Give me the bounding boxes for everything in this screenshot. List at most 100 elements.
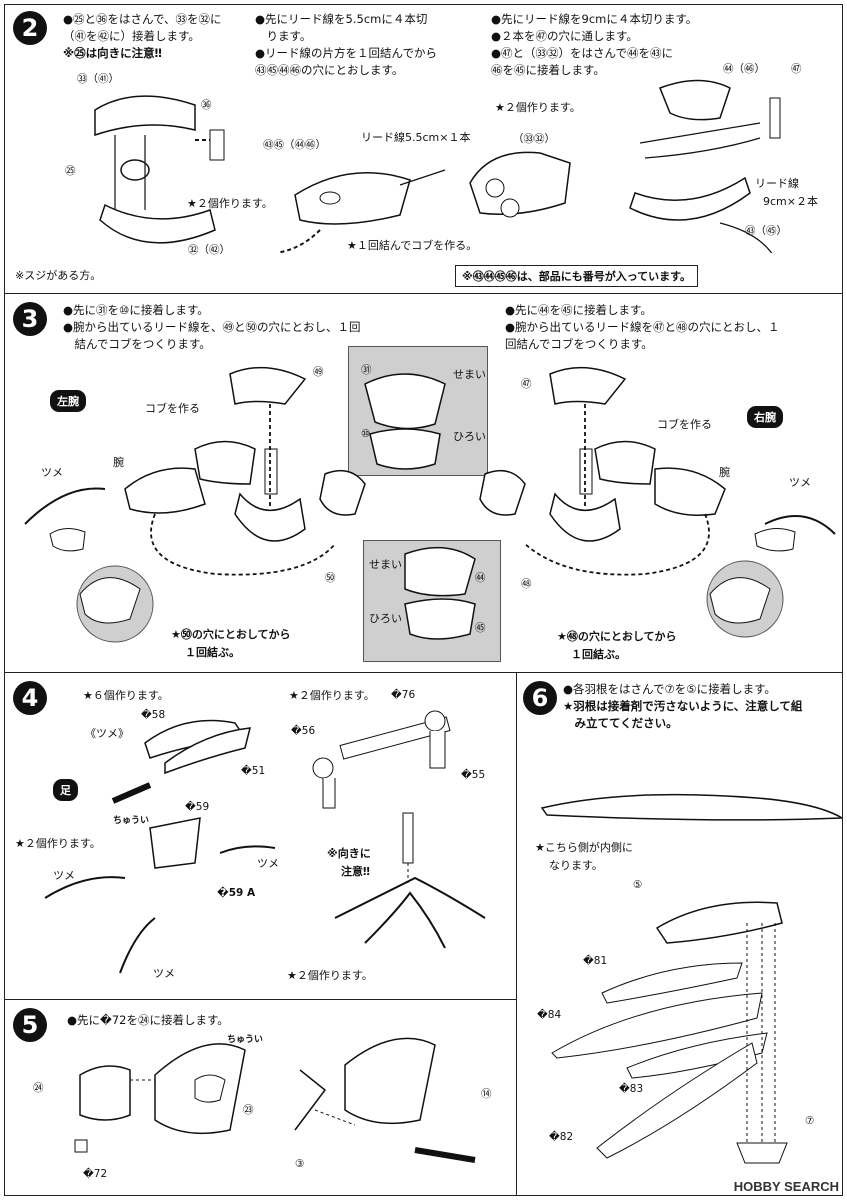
step-2-instructions-col3: ●先にリード線を9cmに４本切ります。 ●２本を㊼の穴に通します。 ●㊼と（㉝㉜… xyxy=(491,11,697,79)
part-32-42: ㉜（㊷） xyxy=(188,244,230,256)
narrow-label-1: せまい xyxy=(453,368,486,381)
left-arm-badge: 左腕 xyxy=(50,390,86,412)
part-14: ⑭ xyxy=(481,1088,492,1100)
part-82: �82 xyxy=(549,1131,574,1143)
part-79: ㊺ xyxy=(475,622,486,634)
part-47: ㊼ xyxy=(521,378,532,390)
part-77: ㊼ xyxy=(791,63,802,75)
step-3-illustration xyxy=(24,366,836,643)
claw-label-3: ツメ xyxy=(153,967,175,980)
part-33-32: （㉝㉜） xyxy=(513,133,555,145)
instruction-line: ります。 xyxy=(255,29,312,43)
step-5-number: 5 xyxy=(13,1008,47,1042)
caution-line: み立ててください。 xyxy=(563,716,678,730)
part-43-45-44-46: ㊸㊺（㊹㊻） xyxy=(263,139,326,151)
right-arm-badge: 右腕 xyxy=(747,406,783,428)
part-81: �81 xyxy=(583,955,608,967)
claw-label-left: ツメ xyxy=(41,466,63,479)
step-2-illustration-b xyxy=(280,169,446,254)
part-44-46: ㊹（㊻） xyxy=(723,63,765,75)
part-78: ㊹ xyxy=(475,572,486,584)
lead-wire-label: リード線 xyxy=(755,177,799,190)
groove-note: ※スジがある方。 xyxy=(15,269,102,282)
part-33-41: ㉝（㊶） xyxy=(77,73,119,85)
make-two-note-a: ★２個作ります。 xyxy=(15,837,101,850)
instruction-line: 回結んでコブをつくります。 xyxy=(505,337,653,351)
instruction-line: ●㊼と（㉝㉜）をはさんで㊹を㊸に xyxy=(491,46,673,60)
instruction-line: ●各羽根をはさんで⑦を⑤に接着します。 xyxy=(563,682,776,696)
arm-label-right: 腕 xyxy=(719,466,730,479)
part-55: �55 xyxy=(461,769,486,781)
caution-arrow: ちゅうい xyxy=(113,816,150,826)
leg-badge: 足 xyxy=(53,779,78,801)
part-7: ⑦ xyxy=(805,1115,815,1127)
part-72: �72 xyxy=(83,1168,108,1180)
part-59a: �59 A xyxy=(217,887,256,899)
caution-line: ※㉕は向きに注意‼ xyxy=(63,46,162,60)
make-two-note-b: ★２個作ります。 xyxy=(289,689,375,702)
part-23: ㉓ xyxy=(243,1104,254,1116)
step-2-illustration-c xyxy=(469,79,781,253)
instruction-line: ●先にリード線を5.5cmに４本切 xyxy=(255,12,428,26)
instruction-line: ●リード線の片方を１回結んでから xyxy=(255,46,437,60)
part-84: �84 xyxy=(537,1009,562,1021)
part-83: �83 xyxy=(619,1083,644,1095)
part-50: ㊿ xyxy=(325,572,336,584)
inside-side-note: ★こちら側が内側に xyxy=(535,841,633,854)
step-2-panel: 2 ●㉕と㊱をはさんで、㉝を㉜に （㊶を㊷に）接着します。 ※㉕は向きに注意‼ … xyxy=(4,4,843,294)
part-25: ㉕ xyxy=(65,165,76,177)
step-3-number: 3 xyxy=(13,302,47,336)
part-5: ⑤ xyxy=(633,879,643,891)
part-59: �59 xyxy=(185,801,210,813)
tie-once-right: １回結ぶ。 xyxy=(571,648,626,661)
instruction-line: ㊸㊺㊹㊻の穴にとおします。 xyxy=(255,63,404,77)
instruction-line: ●腕から出ているリード線を㊼と㊽の穴にとおし、１ xyxy=(505,320,780,334)
instruction-line: （㊶を㊷に）接着します。 xyxy=(63,29,200,43)
instruction-line: ●２本を㊼の穴に通します。 xyxy=(491,29,638,43)
part-56: �56 xyxy=(291,725,316,737)
step-5-illustration xyxy=(74,1037,476,1163)
part-71: ㉛ xyxy=(361,364,372,376)
step-2-number: 2 xyxy=(13,11,47,45)
lead-wire-5-5cm: リード線5.5cm×１本 xyxy=(361,131,471,144)
step-4-panel: 4 ★６個作ります。 《ツメ》 足 ★２個作ります。 ★２個作ります。 ★２個作… xyxy=(4,672,517,1000)
part-43-45: ㊸（㊺） xyxy=(745,225,787,237)
step-5-panel: 5 ●先に�72を㉔に接着します。 ちゅうい ㉔ ㉓ �72 ③ ⑭ xyxy=(4,999,517,1196)
step-3-panel: 3 ●先に㉛を⑩に接着します。 ●腕から出ているリード線を、㊾と㊿の穴にとおし、… xyxy=(4,293,843,673)
wide-label-1: ひろい xyxy=(453,430,486,443)
make-two-note-c: ★２個作ります。 xyxy=(287,969,373,982)
part-70: ⑩ xyxy=(361,428,371,440)
step-2-illustration-a xyxy=(94,95,225,244)
instruction-line: ㊻を㊺に接着します。 xyxy=(491,63,605,77)
part-51: �51 xyxy=(241,765,266,777)
part-80: ㊱ xyxy=(201,99,212,111)
step-3-instructions-right: ●先に㊹を㊺に接着します。 ●腕から出ているリード線を㊼と㊽の穴にとおし、１ 回… xyxy=(505,302,780,353)
arm-label-left: 腕 xyxy=(113,456,124,469)
inside-side-note-2: なります。 xyxy=(549,859,603,872)
caution-arrow: ちゅうい xyxy=(227,1035,264,1045)
instruction-line: ●腕から出ているリード線を、㊾と㊿の穴にとおし、１回 xyxy=(63,320,361,334)
knot-note: ★１回結んでコブを作る。 xyxy=(347,239,478,252)
claw-title: 《ツメ》 xyxy=(85,727,129,740)
lead-wire-9cm: 9cm×２本 xyxy=(763,195,818,208)
instruction-line: 結んでコブをつくります。 xyxy=(63,337,211,351)
step-4-number: 4 xyxy=(13,681,47,715)
part-48: ㊽ xyxy=(521,578,532,590)
make-two-note-b: ★２個作ります。 xyxy=(495,101,581,114)
step-6-instructions: ●各羽根をはさんで⑦を⑤に接着します。 ★羽根は接着剤で汚さないように、注意して… xyxy=(563,681,802,732)
make-knot-left: コブを作る xyxy=(145,402,200,415)
part-24: ㉔ xyxy=(33,1082,44,1094)
make-two-note-a: ★２個作ります。 xyxy=(187,197,273,210)
make-six-note: ★６個作ります。 xyxy=(83,689,169,702)
orientation-note: ※向きに xyxy=(327,847,371,860)
watermark-logo: HOBBY SEARCH xyxy=(733,1179,839,1194)
step-3-instructions-left: ●先に㉛を⑩に接着します。 ●腕から出ているリード線を、㊾と㊿の穴にとおし、１回… xyxy=(63,302,361,353)
part-3: ③ xyxy=(295,1158,305,1170)
orientation-note-2: 注意‼ xyxy=(341,865,370,878)
part-49: ㊾ xyxy=(313,366,324,378)
step-4-illustration xyxy=(44,710,486,974)
step-2-instructions-col1: ●㉕と㊱をはさんで、㉝を㉜に （㊶を㊷に）接着します。 ※㉕は向きに注意‼ xyxy=(63,11,222,62)
narrow-label-2: せまい xyxy=(369,558,402,571)
instruction-line: ●㉕と㊱をはさんで、㉝を㉜に xyxy=(63,12,222,26)
claw-label-2: ツメ xyxy=(257,857,279,870)
